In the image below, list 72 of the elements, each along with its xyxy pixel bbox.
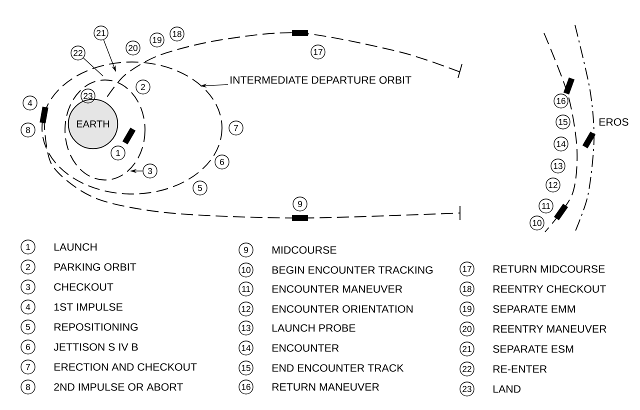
callout-number: 20 [460, 322, 474, 336]
step-description: RETURN MIDCOURSE [493, 265, 605, 273]
callout-number: 12 [546, 178, 560, 192]
step-description: RE-ENTER [493, 365, 547, 373]
callout-number: 7 [228, 120, 244, 136]
callout-number: 8 [20, 380, 36, 394]
callout-number: 19 [460, 302, 474, 316]
step-description: REENTRY MANEUVER [493, 325, 606, 333]
callout-number: 18 [460, 282, 474, 296]
step-description: RETURN MANEUVER [272, 383, 379, 391]
callout-number: 17 [460, 262, 474, 276]
callout-number: 4 [20, 300, 36, 314]
callout-number: 16 [238, 380, 254, 394]
callout-number: 7 [20, 360, 36, 374]
callout-number: 18 [170, 26, 184, 42]
callout-number: 14 [554, 136, 568, 152]
callout-number: 3 [20, 280, 36, 294]
callout-number: 14 [238, 340, 254, 356]
callout-number: 2 [20, 260, 36, 274]
step-description: ENCOUNTER ORIENTATION [272, 305, 413, 313]
callout-number: 10 [530, 216, 544, 230]
step-description: ERECTION AND CHECKOUT [54, 363, 197, 371]
callout-number: 20 [126, 40, 140, 56]
callout-number: 11 [538, 198, 554, 214]
callout-number: 5 [192, 180, 208, 196]
callout-number: 9 [238, 242, 254, 258]
step-description: ENCOUNTER MANEUVER [272, 285, 402, 293]
callout-number: 22 [460, 362, 474, 376]
step-description: SEPARATE ESM [493, 345, 574, 353]
step-description: ENCOUNTER [272, 344, 339, 352]
callout-number: 15 [238, 360, 254, 376]
callout-number: 2 [136, 80, 150, 94]
asteroid-label: EROS [599, 118, 628, 126]
callout-number: 23 [80, 88, 96, 104]
callout-number: 13 [550, 158, 566, 174]
callout-number: 22 [70, 46, 86, 60]
callout-number: 3 [142, 164, 158, 178]
callout-number: 6 [20, 340, 36, 354]
step-description: LAUNCH [54, 243, 97, 251]
step-description: BEGIN ENCOUNTER TRACKING [272, 266, 433, 274]
callout-number: 1 [20, 240, 36, 254]
step-description: END ENCOUNTER TRACK [272, 364, 404, 372]
callout-number: 12 [238, 302, 254, 316]
step-description: 2ND IMPULSE OR ABORT [54, 383, 183, 391]
step-description: LAUNCH PROBE [272, 324, 356, 332]
step-description: SEPARATE EMM [493, 305, 575, 313]
callout-number: 4 [22, 96, 38, 110]
callout-number: 8 [20, 122, 36, 138]
step-description: JETTISON S IV B [54, 343, 138, 351]
step-description: CHECKOUT [54, 283, 114, 291]
leader-line [83, 58, 104, 76]
callout-number: 13 [238, 320, 254, 336]
callout-number: 6 [214, 154, 230, 170]
step-description: 1ST IMPULSE [54, 303, 122, 311]
callout-number: 19 [150, 32, 164, 48]
step-description: REENTRY CHECKOUT [493, 285, 606, 293]
orbit-label: INTERMEDIATE DEPARTURE ORBIT [230, 76, 412, 84]
callout-number: 11 [238, 282, 254, 296]
step-description: PARKING ORBIT [54, 263, 136, 271]
step-description: LAND [493, 385, 521, 393]
step-description: MIDCOURSE [272, 246, 336, 254]
callout-number: 15 [556, 114, 570, 130]
callout-number: 21 [94, 26, 108, 40]
callout-number: 21 [460, 342, 474, 356]
callout-number: 5 [20, 320, 36, 334]
callout-number: 10 [238, 262, 254, 278]
callout-number: 1 [110, 146, 126, 160]
callout-number: 9 [292, 196, 308, 212]
callout-number: 16 [554, 94, 568, 108]
callout-number: 23 [460, 382, 474, 396]
callout-number: 17 [310, 44, 326, 60]
step-description: REPOSITIONING [54, 323, 138, 331]
